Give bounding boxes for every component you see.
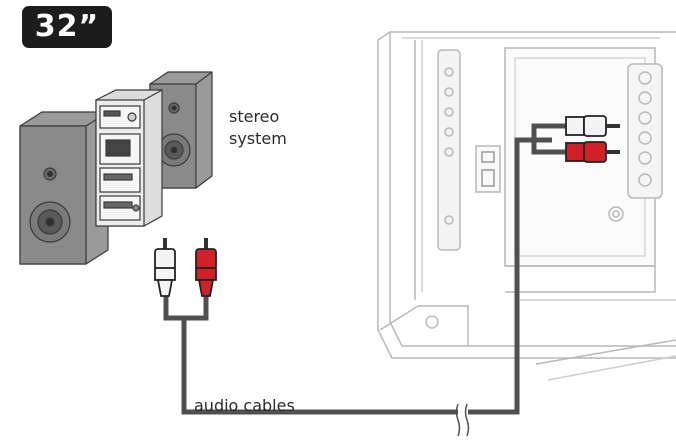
audio-cable xyxy=(163,123,566,415)
cable-break-mark xyxy=(455,403,470,437)
stereo-system-label-line1: stereo xyxy=(229,107,280,126)
audio-cables-label: audio cables xyxy=(194,396,295,415)
rca-plug-tv-white-icon xyxy=(565,115,620,137)
rca-plug-icon xyxy=(154,238,176,297)
rca-plug-red-icon xyxy=(195,238,217,297)
screen-size-label: 32” xyxy=(34,9,100,44)
screen-size-badge: 32” xyxy=(22,6,112,48)
stereo-system-label-line2: system xyxy=(229,129,287,148)
rca-plug-tv-red-icon xyxy=(565,141,620,163)
stereo-system-icon xyxy=(19,71,213,265)
tv-rear-panel-icon xyxy=(377,31,676,381)
